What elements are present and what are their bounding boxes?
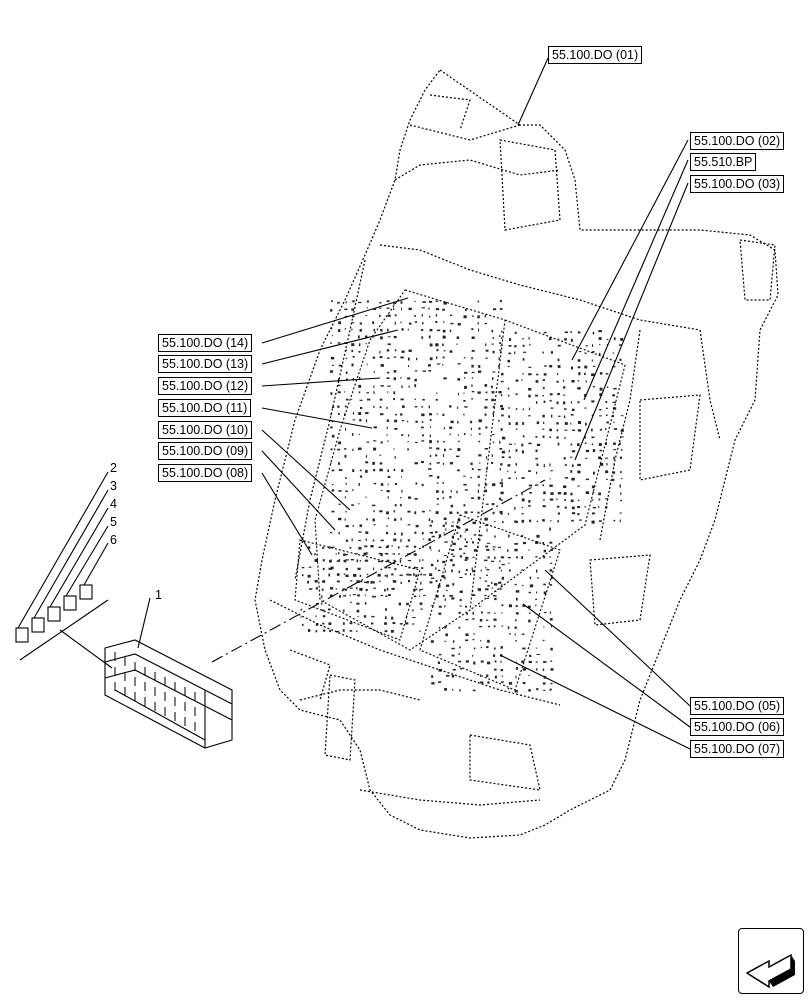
- fuse-matrix-pattern: [300, 300, 624, 693]
- ref-label-55-100-do-02[interactable]: 55.100.DO (02): [690, 132, 785, 150]
- housing-body: [254, 69, 779, 839]
- leader-lines: [17, 57, 691, 750]
- ref-label-55-510-bp[interactable]: 55.510.BP: [690, 153, 757, 171]
- fuse-block-slots: [114, 652, 196, 731]
- callout-number-4: 4: [110, 497, 117, 511]
- next-page-arrow-icon[interactable]: [738, 928, 804, 994]
- ref-label-55-100-do-08[interactable]: 55.100.DO (08): [158, 464, 253, 482]
- callout-number-6: 6: [110, 533, 117, 547]
- callout-number-2: 2: [110, 461, 117, 475]
- ref-label-55-100-do-12[interactable]: 55.100.DO (12): [158, 377, 253, 395]
- arrow-glyph-icon: [745, 953, 795, 989]
- ref-label-55-100-do-06[interactable]: 55.100.DO (06): [690, 718, 785, 736]
- ref-label-55-100-do-13[interactable]: 55.100.DO (13): [158, 355, 253, 373]
- ref-label-55-100-do-11[interactable]: 55.100.DO (11): [158, 399, 252, 417]
- ref-label-55-100-do-03[interactable]: 55.100.DO (03): [690, 175, 785, 193]
- ref-label-55-100-do-09[interactable]: 55.100.DO (09): [158, 442, 253, 460]
- ref-label-55-100-do-01[interactable]: 55.100.DO (01): [548, 46, 643, 64]
- callout-number-1: 1: [155, 588, 162, 602]
- ref-label-55-100-do-07[interactable]: 55.100.DO (07): [690, 740, 785, 758]
- callout-number-5: 5: [110, 515, 117, 529]
- mini-fuses: [15, 584, 93, 643]
- ref-label-55-100-do-10[interactable]: 55.100.DO (10): [158, 421, 253, 439]
- ref-label-55-100-do-14[interactable]: 55.100.DO (14): [158, 334, 253, 352]
- ref-label-55-100-do-05[interactable]: 55.100.DO (05): [690, 697, 785, 715]
- fuse-block-part-1: [104, 639, 233, 749]
- callout-number-3: 3: [110, 479, 117, 493]
